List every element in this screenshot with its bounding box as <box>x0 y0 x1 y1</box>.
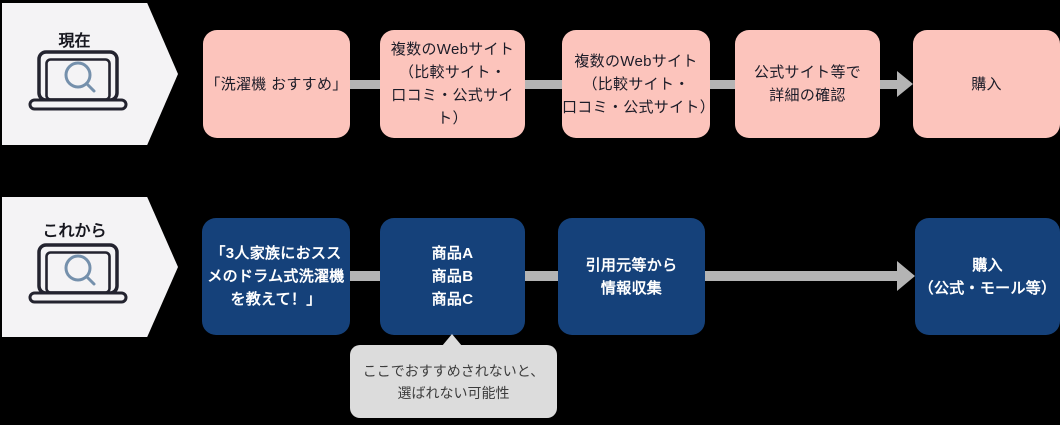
step-box-current-purchase: 購入 <box>913 30 1060 138</box>
flow-connector <box>705 271 897 281</box>
step-box-current-websites-2: 複数のWebサイト （比較サイト・ 口コミ・公式サイト） <box>562 30 716 138</box>
step-text: 購入 <box>971 75 1002 93</box>
step-box-future-products: 商品A 商品B 商品C <box>380 218 525 335</box>
step-text: 購入 （公式・モール等） <box>918 256 1057 297</box>
flow-connector <box>525 271 558 281</box>
laptop-search-icon <box>28 243 128 304</box>
step-text: 複数のWebサイト （比較サイト・ 口コミ・公式サイト） <box>562 52 716 116</box>
step-text: 引用元等から 情報収集 <box>585 256 678 297</box>
step-text: 「洗濯機 おすすめ」 <box>205 75 348 93</box>
step-text: 「3人家族におスス メのドラム式洗濯機 を教えて！」 <box>207 245 345 308</box>
step-box-future-prompt: 「3人家族におスス メのドラム式洗濯機 を教えて！」 <box>202 218 350 335</box>
flow-connector <box>350 271 380 281</box>
row-badge-future: これから <box>2 197 178 337</box>
flow-connector <box>525 80 562 89</box>
flow-connector <box>880 80 898 89</box>
magnifier-icon <box>64 254 96 286</box>
flow-connector <box>710 80 735 89</box>
step-text: 商品A 商品B 商品C <box>431 245 474 308</box>
arrow-head-icon <box>897 71 913 97</box>
row-badge-current: 現在 <box>2 3 178 145</box>
step-text: 複数のWebサイト （比較サイト・ 口コミ・公式サイト） <box>390 41 515 127</box>
callout-tail-icon <box>442 334 462 346</box>
step-text: 公式サイト等で 詳細の確認 <box>753 64 862 104</box>
magnifier-icon <box>64 61 96 93</box>
laptop-search-icon <box>28 50 128 111</box>
row-label-current: 現在 <box>58 33 91 50</box>
flow-connector <box>350 80 380 89</box>
step-box-current-websites-1: 複数のWebサイト （比較サイト・ 口コミ・公式サイト） <box>380 30 525 138</box>
step-box-current-official-check: 公式サイト等で 詳細の確認 <box>735 30 880 138</box>
step-box-future-purchase: 購入 （公式・モール等） <box>915 218 1060 335</box>
row-label-future: これから <box>42 223 107 240</box>
arrow-head-icon <box>897 261 915 291</box>
step-box-current-query: 「洗濯機 おすすめ」 <box>203 30 350 138</box>
step-box-future-info-gathering: 引用元等から 情報収集 <box>558 218 705 335</box>
callout-note: ここでおすすめされないと、 選ばれない可能性 <box>350 345 557 418</box>
